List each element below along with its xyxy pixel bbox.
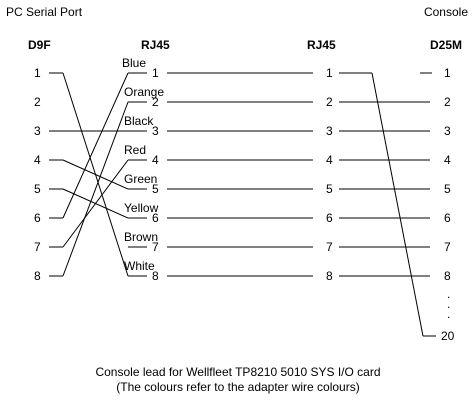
wire-colour-red: Red [124, 143, 146, 157]
pc-serial-port-label: PC Serial Port [6, 5, 83, 19]
d25m-pin-20: 20 [441, 329, 455, 343]
wire-rj45r1-d25m-20 [371, 72, 424, 337]
caption-line-1: Console lead for Wellfleet TP8210 5010 S… [95, 365, 380, 379]
pin-labels: 1 2 3 4 5 6 7 8 1 2 3 4 5 6 7 8 1 2 3 4 5 6 7 8 1 2 3 4 5 6 7 8 20... Blu… [34, 56, 455, 343]
rj45-left-pin-3: 3 [152, 124, 159, 138]
wire-d9f7-rj45-4 [62, 159, 129, 248]
d25m-pin-4: 4 [444, 153, 451, 167]
d9f-pin-8: 8 [34, 269, 41, 283]
wire-colour-black: Black [124, 114, 154, 128]
d9f-pin-2: 2 [34, 95, 41, 109]
rj45-left-pin-4: 4 [152, 153, 159, 167]
d25m-ellipsis-dot: . [447, 287, 450, 301]
d25m-ellipsis-dot: . [447, 297, 450, 311]
wire-colour-yellow: Yellow [124, 201, 159, 215]
d9f-pin-5: 5 [34, 182, 41, 196]
d25m-pin-6: 6 [444, 211, 451, 225]
rj45-left-pin-2: 2 [152, 95, 159, 109]
d9f-pin-3: 3 [34, 124, 41, 138]
rj45-right-pin-5: 5 [326, 182, 333, 196]
rj45-right-pin-2: 2 [326, 95, 333, 109]
wire-d9f8-rj45-2 [62, 101, 129, 277]
rj45-right-pin-4: 4 [326, 153, 333, 167]
rj45-right-pin-7: 7 [326, 240, 333, 254]
d25m-ellipsis-dot: . [447, 307, 450, 321]
d9f-pin-7: 7 [34, 240, 41, 254]
rj45-right-pin-6: 6 [326, 211, 333, 225]
d25m-heading: D25M [430, 38, 462, 52]
rj45-right-pin-3: 3 [326, 124, 333, 138]
rj45-left-pin-1: 1 [152, 66, 159, 80]
wires [49, 72, 436, 337]
wire-colour-brown: Brown [124, 230, 158, 244]
wire-d9f6-rj45-1 [62, 72, 129, 219]
d25m-pin-5: 5 [444, 182, 451, 196]
wire-colour-blue: Blue [122, 56, 146, 70]
wire-d9f4-rj45-5 [62, 159, 129, 190]
d25m-pin-7: 7 [444, 240, 451, 254]
rj45-left-heading: RJ45 [141, 38, 170, 52]
d9f-pin-4: 4 [34, 153, 41, 167]
d25m-pin-3: 3 [444, 124, 451, 138]
d25m-pin-2: 2 [444, 95, 451, 109]
rj45-left-pin-6: 6 [152, 211, 159, 225]
d9f-pin-1: 1 [34, 66, 41, 80]
rj45-right-pin-1: 1 [326, 66, 333, 80]
rj45-right-heading: RJ45 [307, 38, 336, 52]
wire-colour-orange: Orange [124, 85, 164, 99]
rj45-left-pin-7: 7 [152, 240, 159, 254]
d25m-pin-8: 8 [444, 269, 451, 283]
d9f-heading: D9F [28, 38, 51, 52]
rj45-right-pin-8: 8 [326, 269, 333, 283]
wire-colour-green: Green [124, 172, 157, 186]
console-label: Console [424, 5, 468, 19]
rj45-left-pin-5: 5 [152, 182, 159, 196]
caption-line-2: (The colours refer to the adapter wire c… [116, 380, 359, 394]
rj45-left-pin-8: 8 [152, 269, 159, 283]
d9f-pin-6: 6 [34, 211, 41, 225]
d25m-pin-1: 1 [444, 66, 451, 80]
wire-colour-white: White [124, 259, 155, 273]
